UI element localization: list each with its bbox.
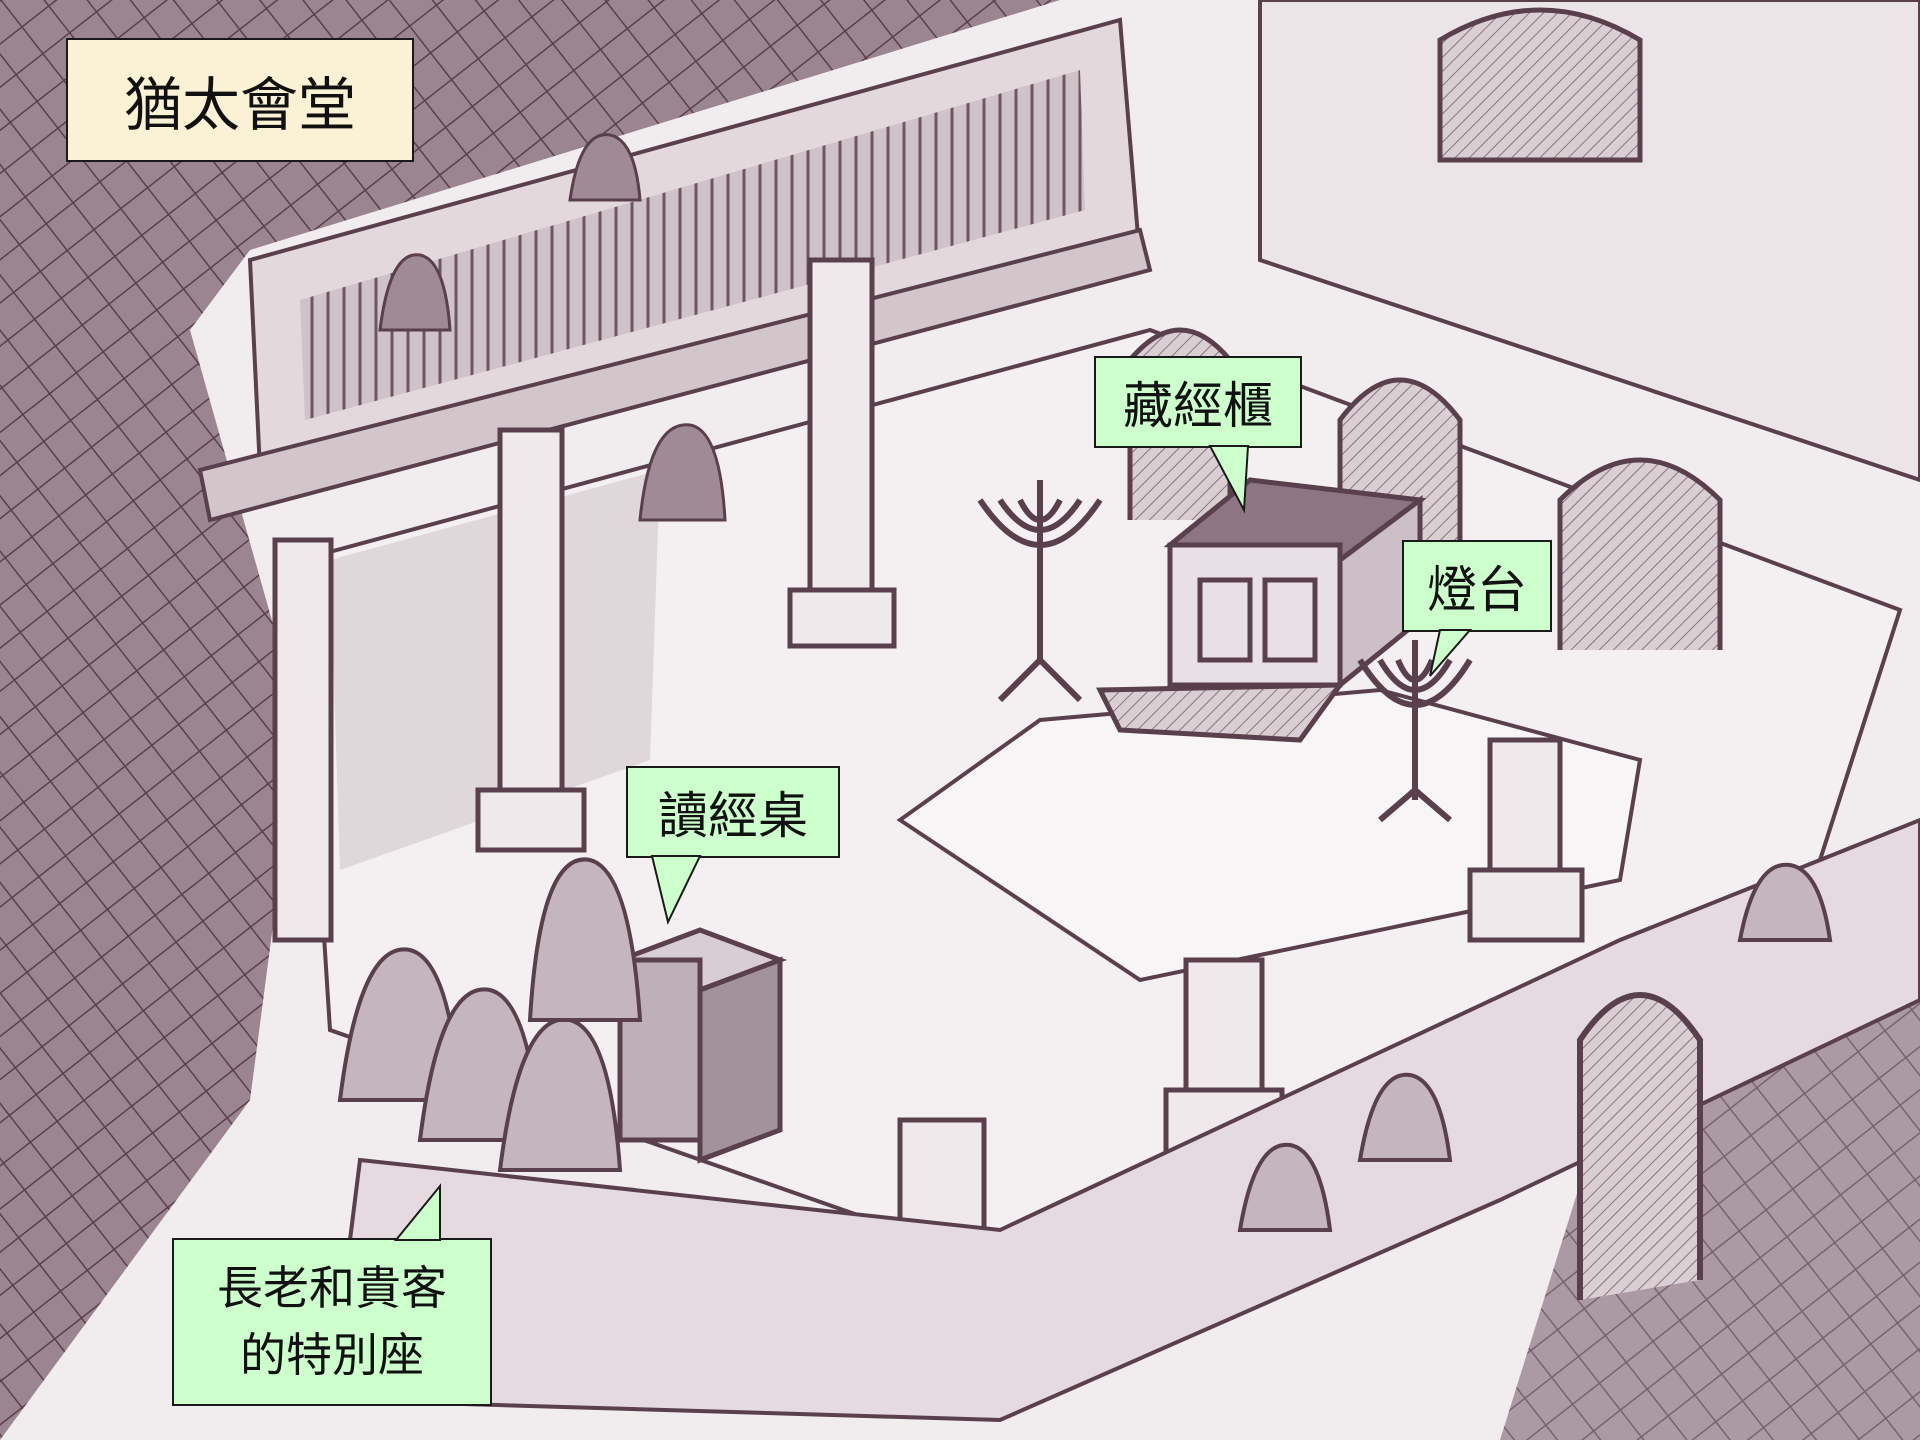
lower-right-paving xyxy=(1500,960,1920,1440)
left-roof xyxy=(0,330,300,1440)
gallery-railing xyxy=(300,70,1085,420)
label-lampstand: 燈台 xyxy=(1402,540,1552,632)
label-special-seats: 長老和貴客 的特別座 xyxy=(172,1238,492,1406)
label-special-seats-line1: 長老和貴客 xyxy=(217,1261,447,1316)
page-title: 猶太會堂 xyxy=(66,38,414,162)
back-arch-2 xyxy=(1557,457,1723,650)
reading-desk-structure xyxy=(612,927,788,1164)
seated-figures xyxy=(337,857,1833,1232)
menorah-right xyxy=(1357,640,1473,823)
raised-platform xyxy=(896,687,1643,983)
front-wall xyxy=(327,817,1920,1423)
right-wall xyxy=(1258,0,1920,483)
balcony-figures xyxy=(378,133,727,522)
label-special-seats-line2: 的特別座 xyxy=(240,1328,424,1382)
upper-window xyxy=(1437,7,1643,163)
menorah-left xyxy=(977,480,1103,703)
label-reading-desk: 讀經桌 xyxy=(626,766,840,858)
front-doorway xyxy=(1577,992,1703,1300)
left-aisle-shading xyxy=(330,470,660,870)
label-torah-ark: 藏經櫃 xyxy=(1094,356,1302,448)
